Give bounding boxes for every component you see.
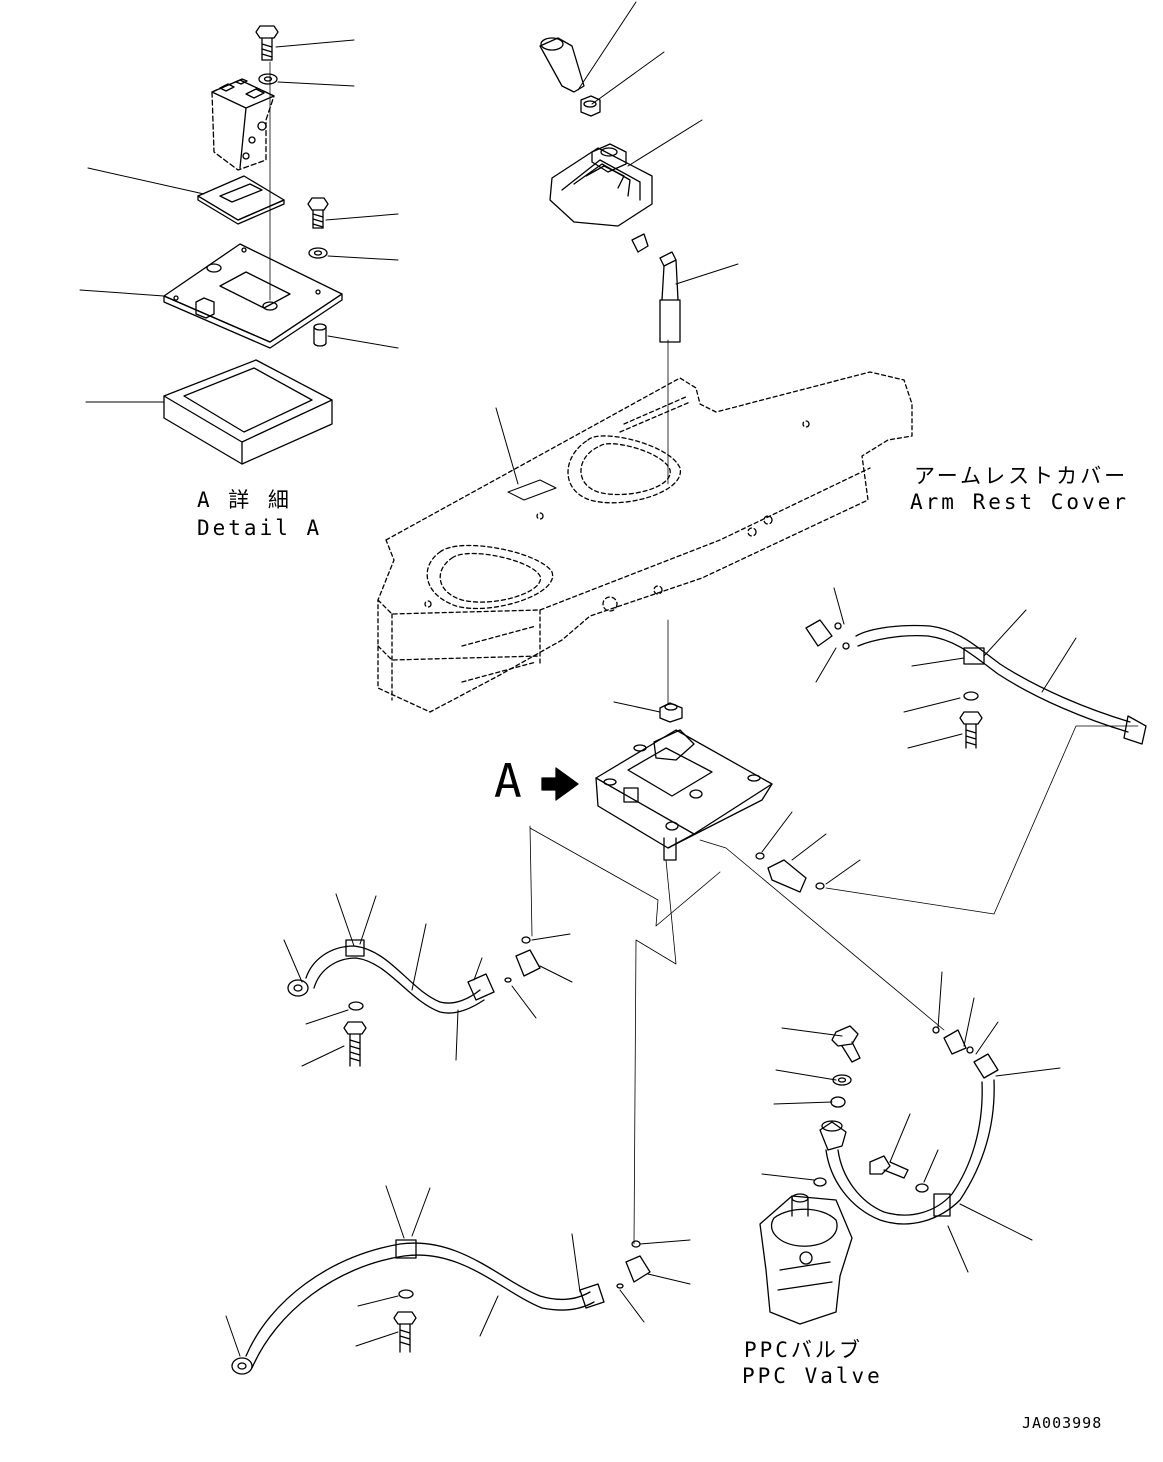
switch-box: [596, 703, 772, 860]
ppc-bolt-2: [870, 1156, 908, 1178]
lever-group: [540, 2, 738, 484]
fitting-bottom: [617, 1241, 650, 1288]
detail-spacer: [314, 324, 326, 346]
detail-washer-right: [309, 248, 327, 258]
ppc-hose: [814, 1026, 998, 1224]
detail-washer: [259, 74, 277, 84]
ppc-valve-title-jp: PPCバルブ: [744, 1338, 863, 1362]
armrest-label-plate: [508, 480, 556, 500]
lever-boot: [550, 144, 652, 226]
fitting-left: [505, 937, 540, 982]
lever-nut: [581, 96, 600, 116]
hose-left-bottom: [232, 1240, 604, 1374]
detail-mount-plate: [164, 244, 342, 348]
lever-rod: [632, 234, 680, 342]
detail-switch-block: [212, 79, 274, 170]
detail-a-title-en: Detail A: [197, 516, 323, 540]
armrest-title-jp: アームレストカバー: [914, 464, 1129, 488]
ppc-valve: [760, 1194, 852, 1324]
view-a-arrow: [542, 768, 578, 800]
hose-left-middle: [288, 940, 494, 1066]
view-a-label: A: [494, 754, 522, 808]
ppc-bolt: [832, 1026, 860, 1062]
drawing-number: JA003998: [1022, 1414, 1103, 1432]
detail-a-title-jp: A 詳 細: [197, 488, 292, 512]
hose-right-top: [806, 620, 1146, 748]
detail-gasket: [198, 176, 284, 224]
detail-frame: [164, 360, 332, 464]
detail-a-group: [80, 26, 398, 464]
lever-knob: [540, 38, 584, 92]
detail-bolt: [256, 26, 278, 60]
armrest-title-en: Arm Rest Cover: [910, 490, 1130, 514]
ppc-valve-title-en: PPC Valve: [742, 1364, 883, 1388]
box-nut: [660, 703, 682, 722]
detail-bolt-right: [308, 198, 328, 228]
box-fittings-right: [756, 853, 824, 892]
armrest-cover: [378, 372, 912, 712]
